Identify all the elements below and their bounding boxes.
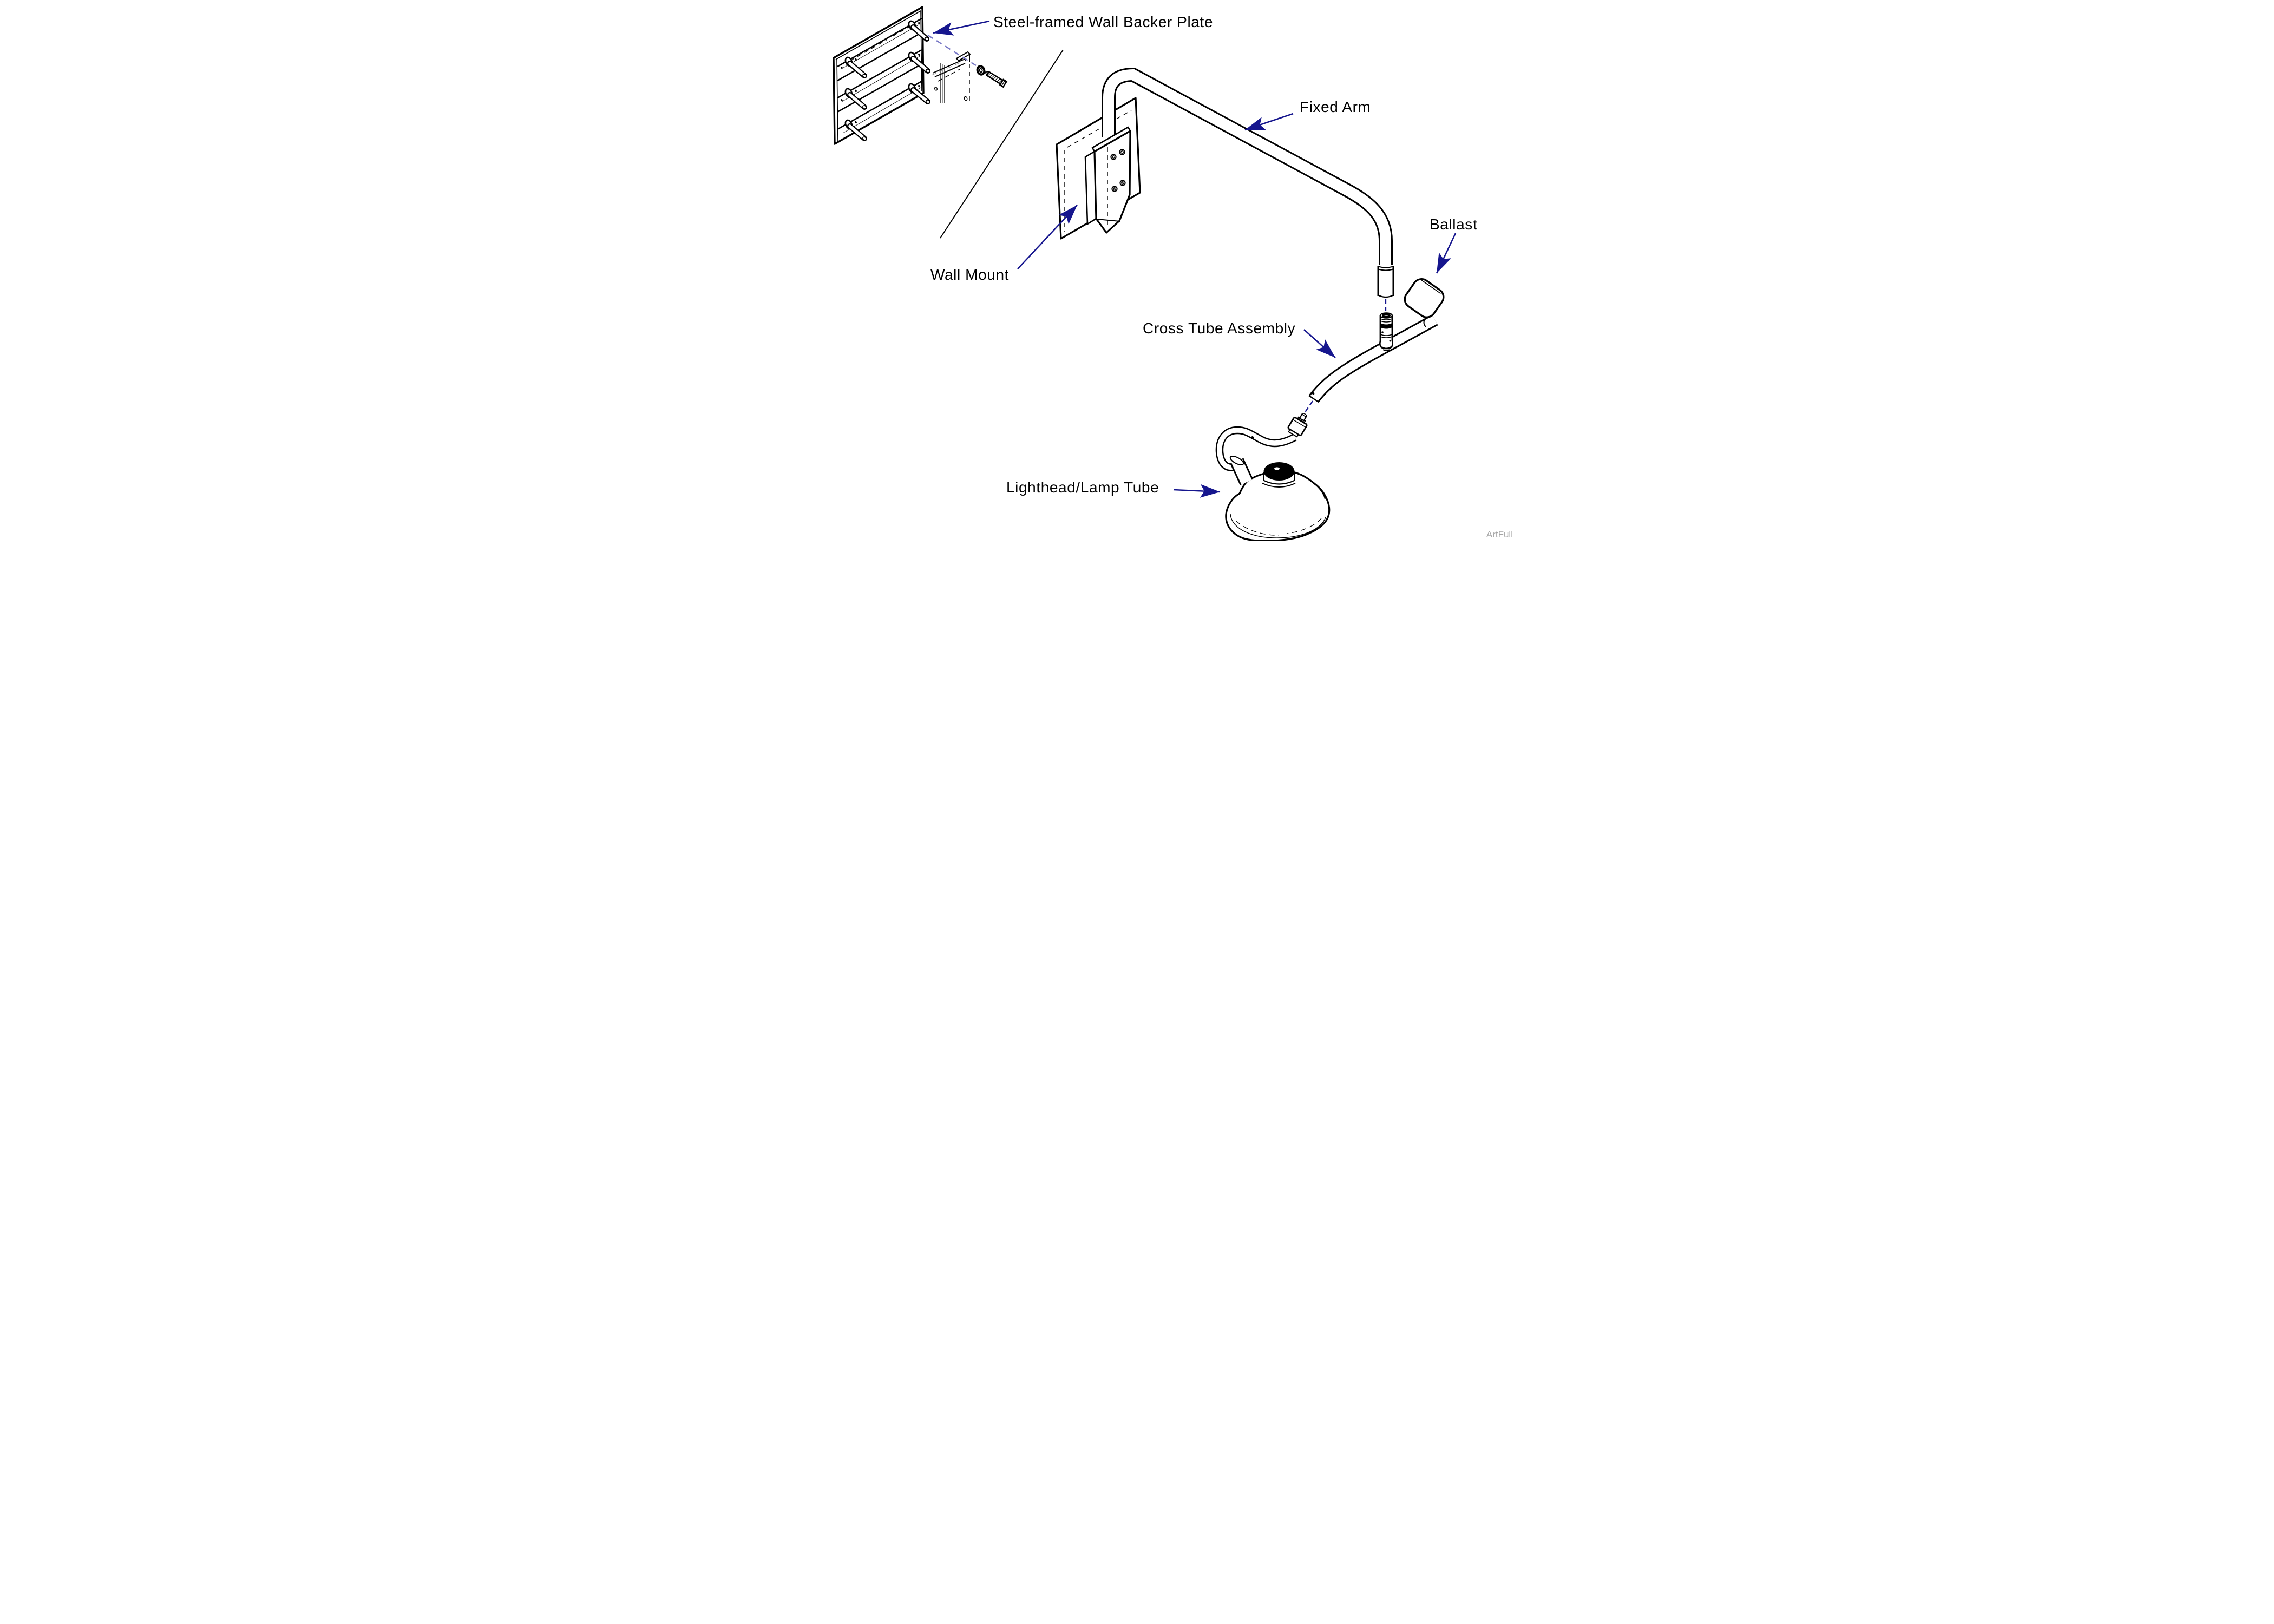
wall-mount (1055, 67, 1393, 265)
mounting-pins (844, 20, 930, 141)
label-wall-mount: Wall Mount (930, 266, 1009, 283)
fixed-arm-tube (1101, 67, 1393, 265)
arrow-cross-tube (1303, 329, 1336, 358)
wall-stud-hidden (931, 51, 971, 103)
pin-alignment-dashed-line (927, 34, 977, 67)
lamp-connector-block (1287, 412, 1307, 438)
cross-tube-bolt-hole (1312, 392, 1314, 395)
callouts: Steel-framed Wall Backer Plate Fixed Arm… (930, 14, 1477, 498)
knuckle-joint (1379, 312, 1393, 351)
label-lighthead: Lighthead/Lamp Tube (1006, 479, 1159, 496)
cross-tube (1308, 314, 1438, 403)
backer-plate (832, 6, 930, 145)
centerline-tube-connector (1302, 400, 1313, 415)
label-ballast: Ballast (1430, 216, 1477, 233)
arrow-lighthead (1173, 484, 1220, 498)
label-backer-plate: Steel-framed Wall Backer Plate (993, 14, 1213, 30)
lighthead-dome (1224, 470, 1330, 541)
lamp-collar-sleeve (1229, 456, 1253, 485)
exploded-diagram: Steel-framed Wall Backer Plate Fixed Arm… (758, 0, 1516, 541)
arrow-backer-plate (933, 20, 989, 36)
mount-screws (1110, 149, 1126, 192)
lamp-tube-gooseneck (1215, 426, 1296, 471)
arrow-ballast (1436, 233, 1456, 274)
label-cross-tube: Cross Tube Assembly (1143, 320, 1295, 337)
lag-screw (984, 70, 1007, 88)
ballast-pad (1404, 278, 1444, 318)
diagram-page: Steel-framed Wall Backer Plate Fixed Arm… (758, 0, 1516, 541)
wall-corner-line (939, 49, 1064, 239)
wall-mount-block (1084, 126, 1131, 234)
washer (976, 65, 985, 76)
watermark: ArtFull (1486, 529, 1512, 540)
plate-holes (840, 22, 920, 124)
arrow-wall-mount (1017, 205, 1078, 269)
arm-sleeve (1377, 266, 1394, 298)
arrow-fixed-arm (1244, 113, 1293, 131)
label-fixed-arm: Fixed Arm (1300, 98, 1371, 115)
lamp-hub (1262, 462, 1295, 488)
